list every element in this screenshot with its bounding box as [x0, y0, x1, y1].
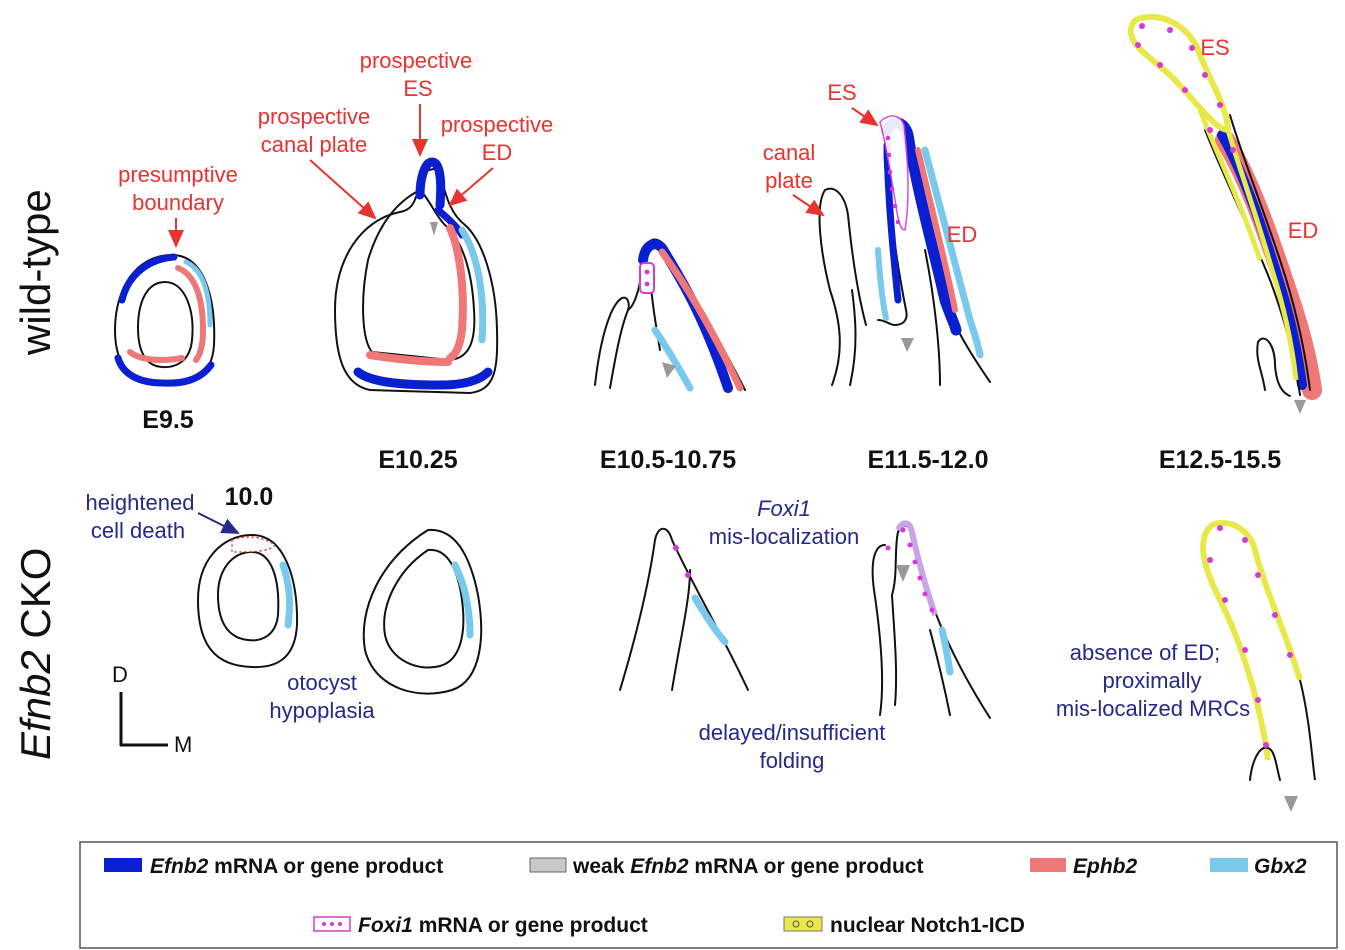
label-otocyst-hypoplasia-2: hypoplasia: [269, 698, 375, 723]
legend-item-efnb2: Efnb2 mRNA or gene product: [150, 855, 443, 878]
label-presumptive-boundary-2: boundary: [132, 190, 224, 215]
legend-swatch-efnb2: [104, 858, 142, 872]
row-label-cko-suffix: CKO: [12, 548, 59, 651]
label-es-e11: ES: [827, 80, 856, 105]
label-prospective-canal-plate-1: prospective: [258, 104, 371, 129]
legend-item-notch: nuclear Notch1-ICD: [830, 914, 1025, 937]
label-absence-of-ed-2: proximally: [1102, 668, 1201, 693]
label-otocyst-hypoplasia-1: otocyst: [287, 670, 357, 695]
arrow-cell-death: [198, 513, 238, 533]
otocyst-cko-10-0: [198, 535, 297, 667]
legend-swatch-notch: [784, 917, 822, 931]
label-prospective-es-2: ES: [403, 76, 432, 101]
legend-item-weak-efnb2: weak Efnb2 mRNA or gene product: [572, 855, 923, 878]
label-delayed-folding-1: delayed/insufficient: [699, 720, 886, 745]
axis-label-dorsal: D: [112, 662, 128, 687]
otocyst-e9-5: [115, 255, 214, 385]
label-presumptive-boundary-1: presumptive: [118, 162, 238, 187]
otocyst-cko-e11-5: [873, 523, 990, 718]
stage-label-e12-5: E12.5-15.5: [1159, 446, 1281, 474]
stage-label-e10-5: E10.5-10.75: [600, 446, 736, 474]
label-ed-e11: ED: [947, 222, 978, 247]
label-prospective-canal-plate-2: canal plate: [261, 132, 367, 157]
label-prospective-ed-2: ED: [482, 140, 513, 165]
label-foxi1-mislocalization-2: mis-localization: [709, 524, 859, 549]
otocyst-cko-10-25: [364, 530, 481, 694]
legend-item-ephb2: Ephb2: [1073, 855, 1137, 878]
row-label-cko: Efnb2 CKO: [12, 548, 59, 760]
label-prospective-es-1: prospective: [360, 48, 473, 73]
label-delayed-folding-2: folding: [760, 748, 825, 773]
otocyst-e12-5: [1131, 17, 1312, 414]
label-es-e12: ES: [1200, 35, 1229, 60]
stage-label-e11-5: E11.5-12.0: [868, 446, 989, 474]
label-absence-of-ed-1: absence of ED;: [1070, 640, 1220, 665]
label-absence-of-ed-3: mis-localized MRCs: [1056, 696, 1250, 721]
legend: Efnb2 mRNA or gene product weak Efnb2 mR…: [80, 842, 1337, 948]
otocyst-cko-e10-5: [620, 529, 748, 690]
arrow-es-e11: [852, 108, 877, 125]
otocyst-e10-5: [595, 240, 745, 391]
orientation-axis: D M: [112, 662, 192, 757]
legend-item-foxi1: Foxi1 mRNA or gene product: [358, 914, 648, 937]
stage-label-cko-10-0: 10.0: [225, 483, 274, 511]
label-canal-plate-1: canal: [763, 140, 816, 165]
axis-label-medial: M: [174, 732, 192, 757]
legend-swatch-gbx2: [1210, 858, 1248, 872]
label-prospective-ed-1: prospective: [441, 112, 554, 137]
label-heightened-cell-death-1: heightened: [86, 490, 195, 515]
otocyst-cko-e12-5: [1203, 523, 1315, 812]
legend-swatch-ephb2: [1030, 858, 1066, 872]
row-label-wild-type: wild-type: [12, 189, 59, 356]
legend-swatch-weak-efnb2: [530, 858, 566, 872]
label-canal-plate-2: plate: [765, 168, 813, 193]
arrow-prospective-canal-plate: [310, 160, 375, 218]
row-label-cko-gene: Efnb2: [12, 650, 59, 760]
label-ed-e12: ED: [1288, 218, 1319, 243]
label-foxi1-mislocalization-1: Foxi1: [757, 496, 811, 521]
stage-label-e9-5: E9.5: [142, 406, 194, 434]
legend-item-gbx2: Gbx2: [1254, 855, 1307, 878]
stage-label-e10-25: E10.25: [378, 446, 457, 474]
otocyst-e11-5: [820, 116, 990, 385]
label-heightened-cell-death-2: cell death: [91, 518, 185, 543]
arrow-canal-plate: [793, 195, 823, 215]
arrow-prospective-ed: [450, 168, 493, 205]
otocyst-e10-25: [335, 162, 497, 393]
